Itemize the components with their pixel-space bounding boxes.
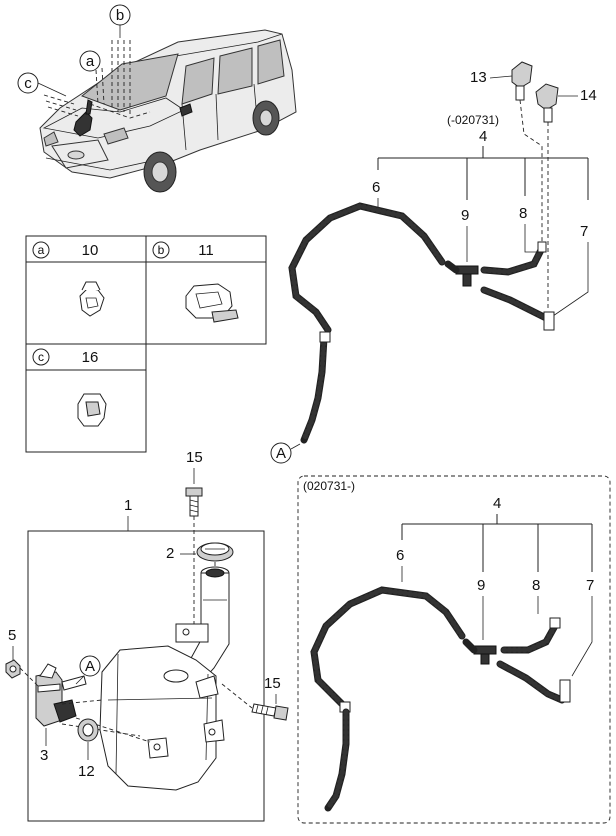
callout-a-label: a: [86, 53, 95, 70]
reservoir-assembly: 1 15 2: [5, 449, 289, 822]
part-9-lower: 9: [477, 577, 485, 594]
part-15-side: 15: [264, 675, 281, 692]
part-15-top: 15: [186, 449, 203, 466]
part-1: 1: [124, 497, 132, 514]
clip-11-icon: [185, 283, 239, 323]
upper-hose-assembly: (-020731) 4 6 9 8 7 A: [270, 61, 597, 464]
part-3: 3: [40, 747, 48, 764]
filler-cap-2: [196, 542, 234, 562]
callout-A-pump: [79, 655, 101, 677]
part-2: 2: [166, 545, 174, 562]
table-letter-c: c: [38, 350, 44, 364]
nut-5: [5, 659, 21, 679]
clip-16-icon: [77, 393, 107, 427]
lower-hose-assembly: (020731-) 4 6 9 8 7: [297, 475, 611, 824]
table-part-11: 11: [198, 242, 214, 259]
part-6-lower: 6: [396, 547, 404, 564]
clip-10-icon: [79, 281, 105, 317]
part-14: 14: [580, 87, 597, 104]
bolt-15-top: [185, 487, 203, 517]
minivan-illustration: [39, 29, 297, 193]
part-9-upper: 9: [461, 207, 469, 224]
table-part-10: 10: [82, 242, 99, 259]
callout-b: b: [109, 4, 131, 114]
variant-label-upper: (-020731): [447, 113, 499, 127]
callout-c: c: [17, 72, 79, 117]
part-4-upper: 4: [479, 128, 487, 145]
callout-a: a: [79, 50, 105, 105]
washer-nozzle-13: [511, 61, 533, 101]
variant-label-lower: (020731-): [303, 479, 355, 493]
filler-neck: [161, 566, 230, 701]
reservoir-tank: [99, 645, 225, 791]
bolt-15-side: [251, 703, 289, 721]
part-4-lower: 4: [493, 495, 501, 512]
clip-reference-table: a 10 b 11 c 16: [25, 235, 267, 453]
part-12: 12: [78, 763, 95, 780]
part-5: 5: [8, 627, 16, 644]
part-7-lower: 7: [586, 577, 594, 594]
part-8-upper: 8: [519, 205, 527, 222]
table-letter-b: b: [158, 243, 165, 257]
part-6-upper: 6: [372, 179, 380, 196]
variant-group-box: [297, 475, 611, 824]
grommet-12: [77, 718, 99, 742]
callout-A-pump-label: A: [85, 658, 95, 675]
table-letter-a: a: [38, 243, 45, 257]
washer-pump-3: [35, 663, 87, 727]
table-part-16: 16: [82, 349, 99, 366]
callout-c-label: c: [24, 75, 32, 92]
washer-nozzle-14: [535, 83, 559, 123]
part-7-upper: 7: [580, 223, 588, 240]
callout-A-upper: [270, 442, 292, 464]
part-8-lower: 8: [532, 577, 540, 594]
callout-A-upper-label: A: [276, 445, 286, 462]
callout-b-label: b: [116, 7, 124, 24]
part-13: 13: [470, 69, 487, 86]
